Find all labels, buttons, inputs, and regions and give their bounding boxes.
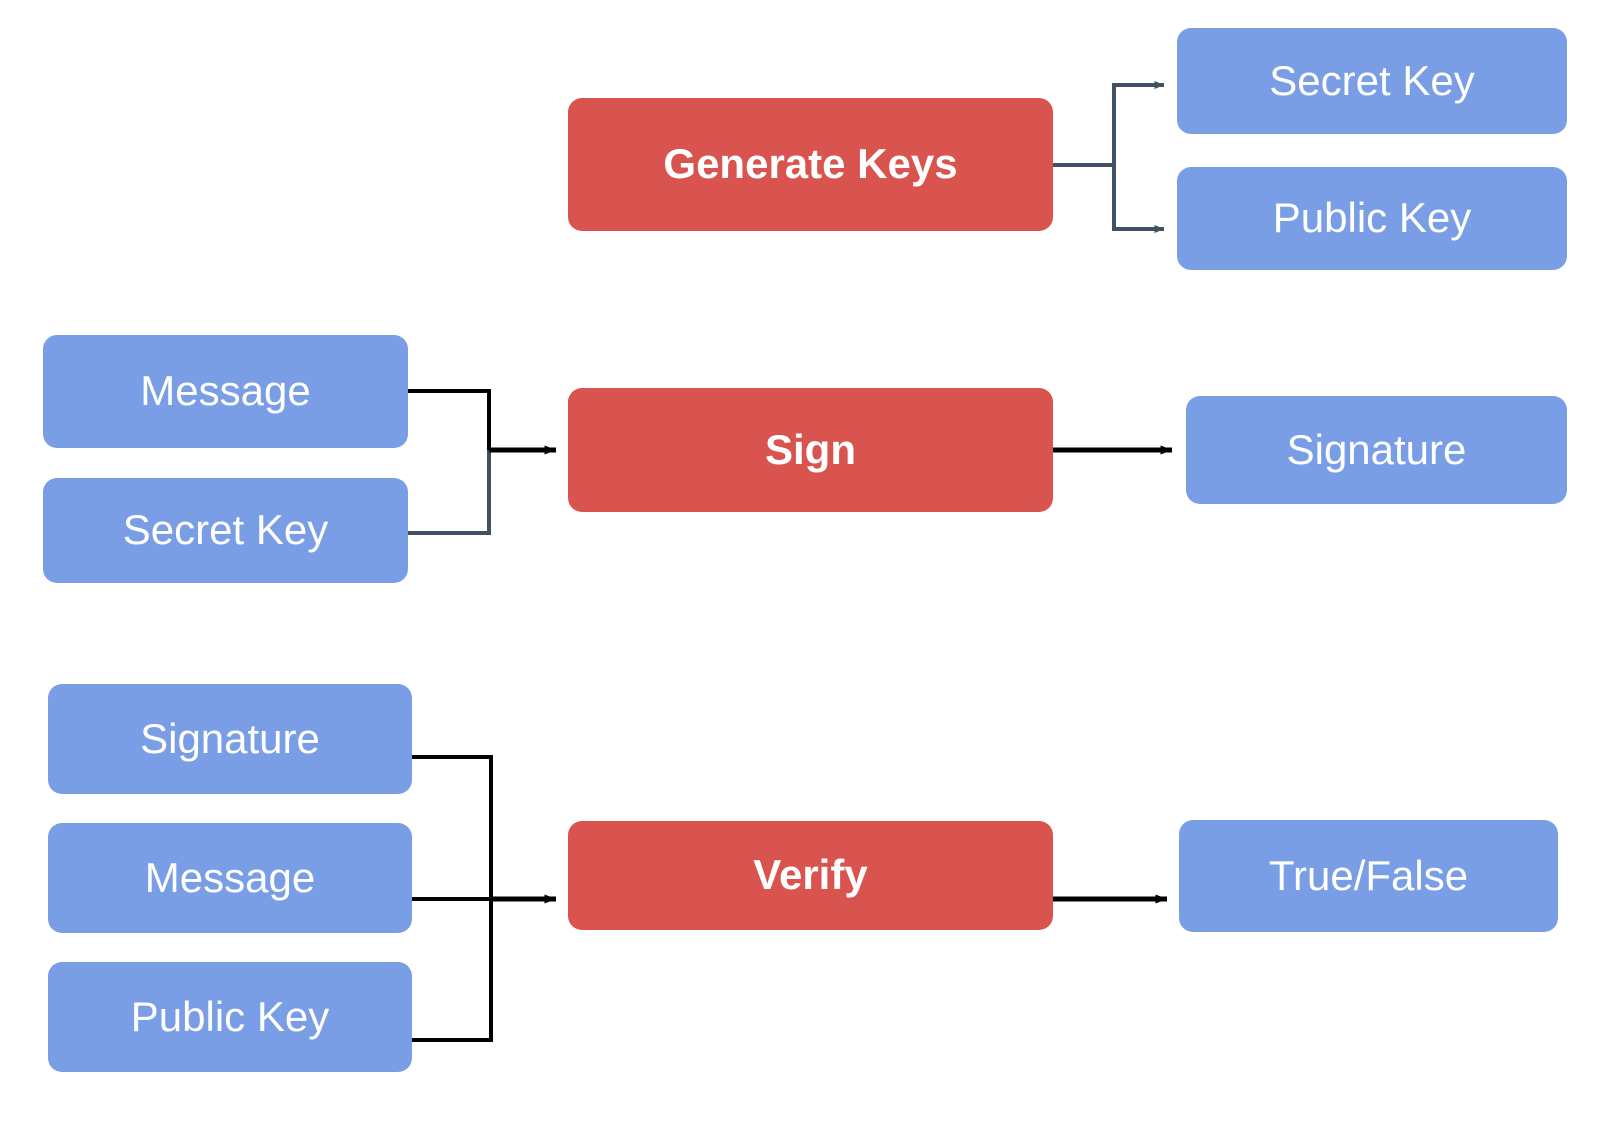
node-true-false-output[interactable]: True/False	[1179, 820, 1558, 932]
edge-signature-to-verify	[412, 755, 493, 899]
node-verify[interactable]: Verify	[568, 821, 1053, 930]
edge-generatekeys-to-secretkey	[1053, 81, 1165, 167]
node-signature-output[interactable]: Signature	[1186, 396, 1567, 504]
node-secret-key-sign-input[interactable]: Secret Key	[43, 478, 408, 583]
node-sign[interactable]: Sign	[568, 388, 1053, 512]
node-secret-key-output[interactable]: Secret Key	[1177, 28, 1567, 134]
edge-message-to-sign	[408, 389, 491, 450]
edge-generatekeys-to-publickey	[1053, 163, 1165, 233]
node-signature-verify-input[interactable]: Signature	[48, 684, 412, 794]
node-message-verify-input[interactable]: Message	[48, 823, 412, 933]
node-public-key-verify-input[interactable]: Public Key	[48, 962, 412, 1072]
node-message-sign-input[interactable]: Message	[43, 335, 408, 448]
edge-secretkey-to-sign	[408, 450, 491, 535]
node-public-key-output[interactable]: Public Key	[1177, 167, 1567, 270]
node-generate-keys[interactable]: Generate Keys	[568, 98, 1053, 231]
edge-publickey-to-verify	[412, 899, 493, 1042]
